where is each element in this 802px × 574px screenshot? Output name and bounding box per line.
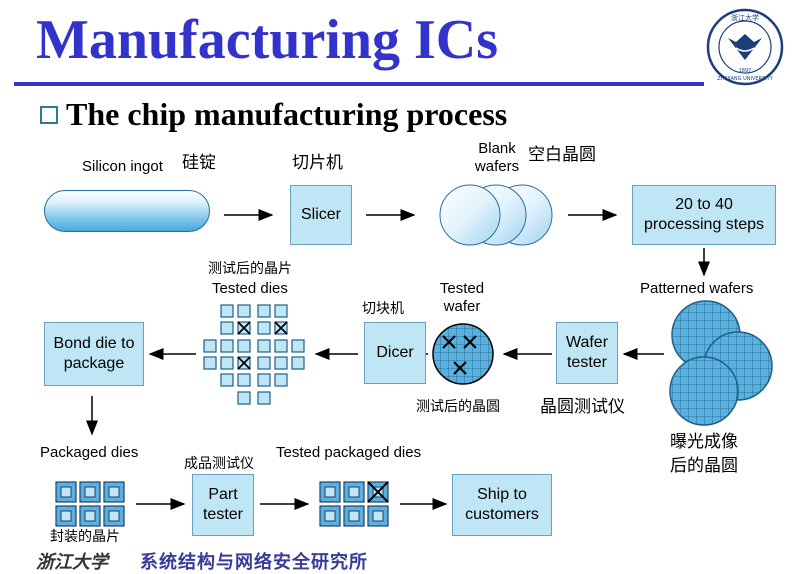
label-silicon-ingot: Silicon ingot [82, 158, 163, 175]
label-patterned-wafers: Patterned wafers [640, 280, 754, 297]
label-dicer-cn: 切块机 [362, 301, 404, 317]
silicon-ingot [44, 190, 210, 232]
label-patterned-wafers-cn: 曝光成像 后的晶圆 [670, 432, 738, 476]
label-tested-dies: Tested dies [212, 280, 288, 297]
bullet-icon [40, 106, 58, 124]
label-tested-wafer-cn: 测试后的晶圆 [416, 399, 500, 415]
title-underline [14, 82, 704, 86]
footer-university-script: 浙江大学 [36, 552, 108, 573]
label-tested-packaged-dies: Tested packaged dies [276, 444, 422, 461]
defective-package-mark [367, 481, 389, 503]
tested-wafer-graphic [432, 323, 494, 385]
defective-die-marks [237, 321, 288, 370]
wafer-tester-box: Wafer tester [556, 322, 618, 384]
label-blank-wafers: Blank wafers [474, 140, 520, 175]
label-tested-wafer: Tested wafer [439, 280, 485, 315]
label-wafer-tester-cn: 晶圆测试仪 [540, 397, 625, 417]
label-part-tester-cn: 成品测试仪 [184, 456, 254, 472]
patterned-wafers [669, 300, 773, 426]
dicer-box: Dicer [364, 322, 426, 384]
tested-dies-grid [203, 304, 305, 405]
logo-year-text: 1897 [739, 68, 752, 74]
label-silicon-ingot-cn: 硅锭 [182, 153, 216, 173]
university-logo: 浙江大学 ZHEJIANG UNIVERSITY 1897 [706, 8, 784, 86]
label-blank-wafers-cn: 空白晶圆 [528, 145, 596, 165]
label-slicer-cn: 切片机 [292, 153, 343, 173]
part-tester-box: Part tester [192, 474, 254, 536]
footer-lab-name: 系统结构与网络安全研究所 [140, 552, 368, 573]
label-packaged-dies: Packaged dies [40, 444, 139, 461]
ship-to-customers-box: Ship to customers [452, 474, 552, 536]
logo-university-text: ZHEJIANG UNIVERSITY [717, 76, 774, 82]
processing-steps-box: 20 to 40 processing steps [632, 185, 776, 245]
label-packaged-dies-cn: 封装的晶片 [50, 529, 120, 545]
logo-cn-text: 浙江大学 [731, 13, 759, 22]
slide-title: Manufacturing ICs [36, 9, 499, 71]
subtitle: The chip manufacturing process [66, 96, 508, 132]
bond-die-box: Bond die to package [44, 322, 144, 386]
slicer-box: Slicer [290, 185, 352, 245]
blank-wafers [439, 184, 553, 246]
label-tested-dies-cn: 测试后的晶片 [208, 261, 292, 277]
